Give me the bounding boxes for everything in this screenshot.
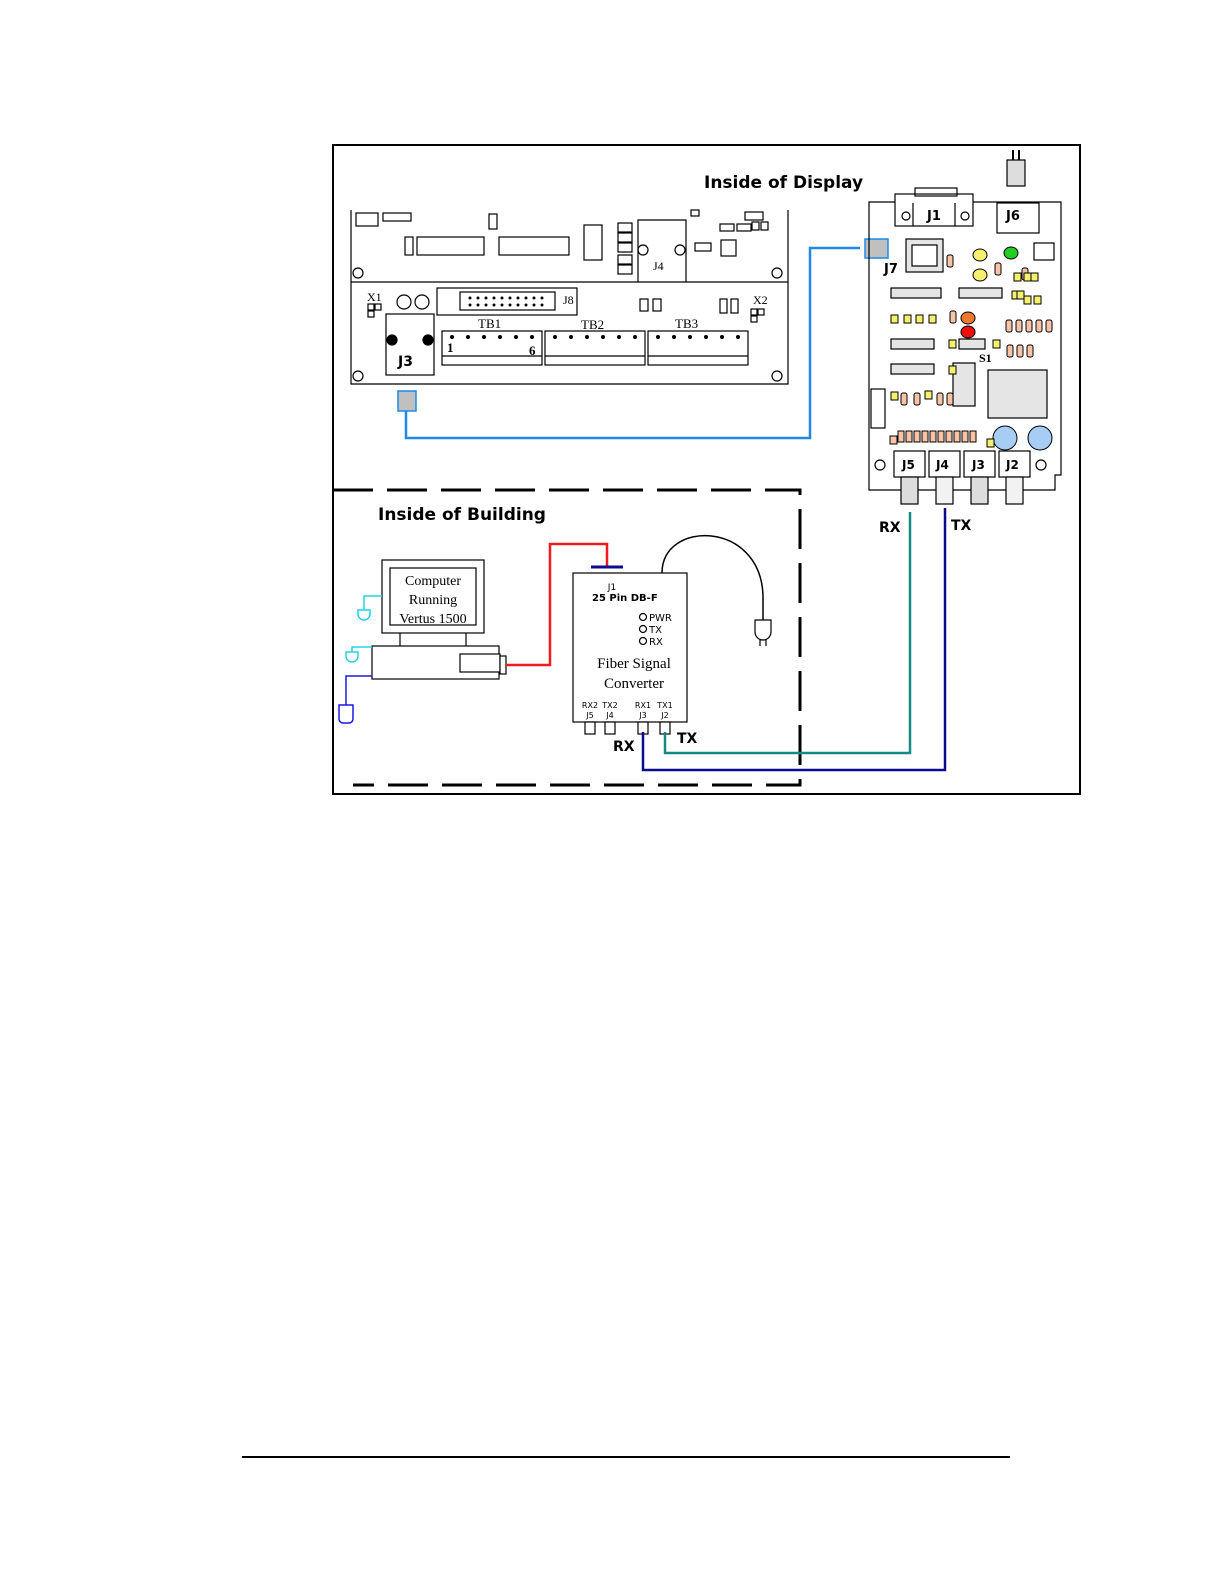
building-tx-label: TX [677,731,698,747]
led-yellow [973,249,987,261]
main-board-x2-label: X2 [753,293,768,307]
resistor [947,393,953,405]
led-red [961,326,975,338]
resistor [1006,320,1012,332]
converter-port-tx2: TX2 [601,701,617,710]
capacitor [891,315,898,323]
capacitor [949,340,956,348]
computer-screen-line-1: Computer [405,574,461,589]
led-green [1004,247,1018,259]
capacitor [1034,296,1041,304]
converter-port-rx1: RX1 [635,701,651,710]
led-yellow [973,269,987,281]
resistor [962,431,968,442]
resistor [938,431,944,442]
converter-port-j2: J2 [660,711,668,720]
resistor [930,431,936,442]
capacitor [925,391,932,399]
capacitor [929,315,936,323]
converter-port-j4: J4 [605,711,613,720]
capacitor [1014,273,1021,281]
main-board-j8-label: J8 [563,293,574,307]
resistor [914,393,920,405]
converter-port-rx2: RX2 [582,701,598,710]
resistor [1036,320,1042,332]
resistor [954,431,960,442]
capacitor [949,366,956,374]
resistor [1027,345,1033,357]
converter-name-line-1: Fiber Signal [597,656,671,672]
converter-port-j5: J5 [585,711,593,720]
fiber-board-j4-label: J4 [935,458,949,472]
fiber-board-j7-label: J7 [883,262,898,277]
display-rx-label: RX [879,520,901,536]
converter-led-pwr: PWR [649,613,672,624]
fiber-board-j6-label: J6 [1005,209,1020,224]
cable-plug [398,391,416,411]
fiber-board-j5-label: J5 [901,458,915,472]
resistor [937,393,943,405]
resistor [914,431,920,442]
resistor [970,431,976,442]
display-tx-label: TX [951,518,972,534]
converter-name-line-2: Converter [604,676,664,692]
converter-port-desc: 25 Pin DB-F [592,593,658,604]
resistor [1046,320,1052,332]
capacitor [1031,273,1038,281]
converter-led-rx: RX [649,637,663,648]
tb1-pin-last-label: 6 [529,343,536,358]
resistor [890,436,897,444]
resistor [898,431,904,442]
resistor [946,431,952,442]
building-section-title: Inside of Building [378,505,546,525]
converter-j1-label: J1 [607,583,616,593]
main-board-j3-label: J3 [397,354,413,370]
potentiometer [993,426,1017,450]
capacitor [1024,296,1031,304]
capacitor [904,315,911,323]
resistor [901,393,907,405]
converter-port-tx1: TX1 [656,701,672,710]
capacitor [993,340,1000,348]
tb3-label: TB3 [675,316,698,331]
converter-led-tx: TX [648,625,662,636]
resistor [1016,320,1022,332]
footer-rule [242,1456,1010,1458]
fiber-board-j2-label: J2 [1005,458,1019,472]
capacitor [916,315,923,323]
resistor [906,431,912,442]
resistor [1017,345,1023,357]
capacitor [1017,291,1024,299]
computer-screen-line-2: Running [409,593,457,608]
main-board-x1-label: X1 [367,290,382,304]
computer-screen-line-3: Vertus 1500 [399,612,466,627]
resistor [922,431,928,442]
building-rx-label: RX [613,739,635,755]
converter-port-j3: J3 [638,711,646,720]
resistor [950,311,956,323]
capacitor [891,392,898,400]
capacitor [1024,273,1031,281]
resistor [995,263,1001,275]
fiber-board-j3-label: J3 [971,458,985,472]
fiber-board-j1-label: J1 [926,209,941,224]
main-board-j4-label: J4 [653,259,664,273]
resistor [1026,320,1032,332]
tb2-label: TB2 [581,317,604,332]
fiber-board-s1-label: S1 [979,351,992,365]
led-orange [961,312,975,324]
display-section-title: Inside of Display [704,173,863,193]
tb1-pin-first-label: 1 [447,340,454,355]
resistor [1007,345,1013,357]
capacitor [987,439,994,447]
potentiometer [1028,426,1052,450]
resistor [947,255,953,267]
tb1-label: TB1 [478,316,501,331]
